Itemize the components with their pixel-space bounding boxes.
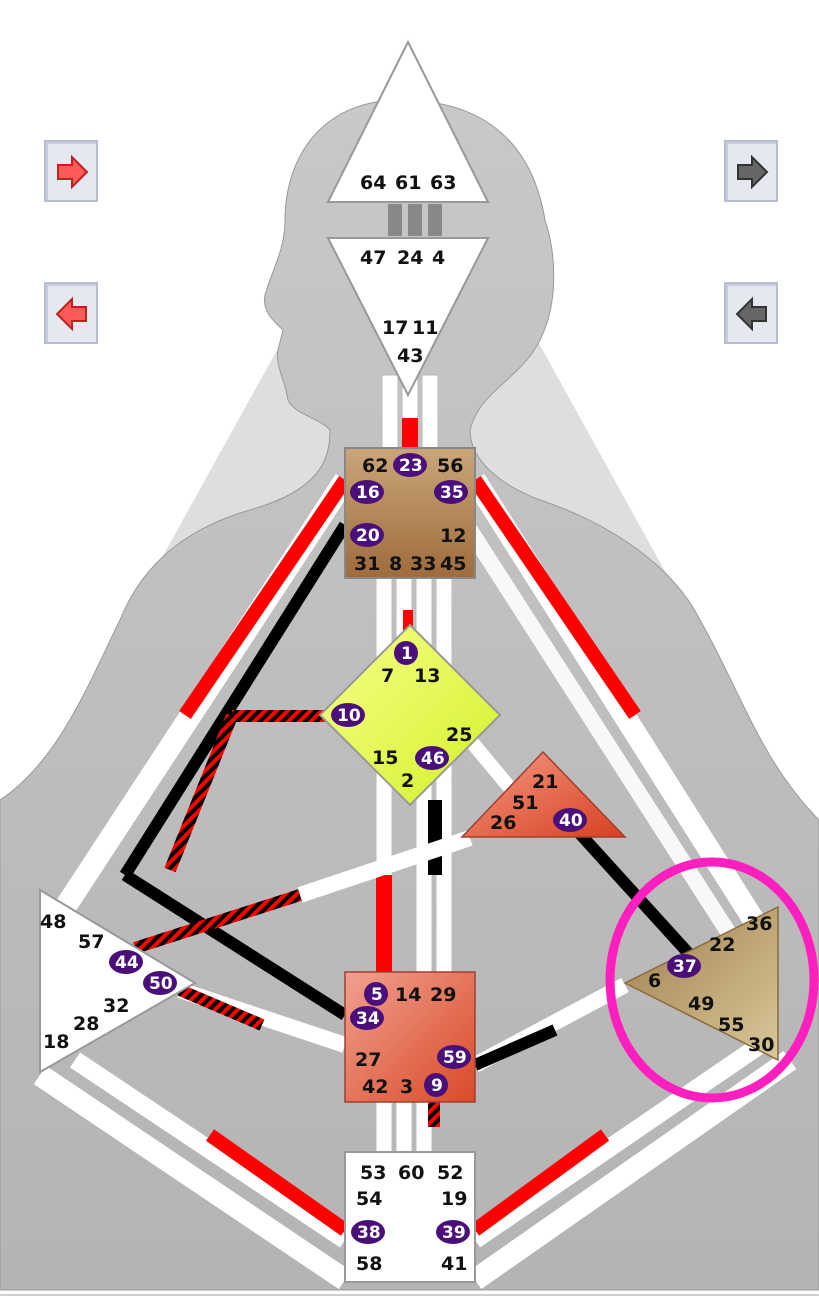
- gate-56[interactable]: 56: [437, 455, 463, 477]
- gate-11[interactable]: 11: [412, 317, 438, 339]
- gate-10[interactable]: 10: [337, 706, 361, 726]
- gate-24[interactable]: 24: [397, 247, 423, 269]
- gate-35[interactable]: 35: [440, 483, 464, 503]
- bottom-divider: [0, 1294, 819, 1296]
- gate-14[interactable]: 14: [395, 984, 421, 1006]
- gate-8[interactable]: 8: [389, 553, 402, 575]
- channels: [33, 204, 797, 1290]
- arrow-right-red-icon: [57, 154, 89, 190]
- gate-57[interactable]: 57: [78, 931, 104, 953]
- gate-27[interactable]: 27: [355, 1049, 381, 1071]
- gate-52[interactable]: 52: [437, 1162, 463, 1184]
- gate-2[interactable]: 2: [401, 770, 414, 792]
- gate-55[interactable]: 55: [718, 1014, 744, 1036]
- spleen-center[interactable]: [39, 888, 197, 1074]
- gate-25[interactable]: 25: [446, 724, 472, 746]
- gate-38[interactable]: 38: [357, 1223, 381, 1243]
- arrow-left-red-icon: [55, 296, 87, 332]
- gate-63[interactable]: 63: [430, 172, 456, 194]
- arrow-right-gray-icon: [737, 154, 769, 190]
- gate-37[interactable]: 37: [673, 957, 697, 977]
- activation-badges: [109, 453, 701, 1244]
- gate-labels: 64 61 63 47 24 4 17 11 43 62 23 56 16 35…: [40, 172, 774, 1275]
- gate-47[interactable]: 47: [360, 247, 386, 269]
- gate-33[interactable]: 33: [410, 553, 436, 575]
- gate-23[interactable]: 23: [399, 456, 423, 476]
- gate-53[interactable]: 53: [360, 1162, 386, 1184]
- gate-26[interactable]: 26: [490, 812, 516, 834]
- gate-46[interactable]: 46: [421, 749, 445, 769]
- gate-17[interactable]: 17: [382, 317, 408, 339]
- gate-36[interactable]: 36: [746, 913, 772, 935]
- gate-18[interactable]: 18: [43, 1031, 69, 1053]
- gate-34[interactable]: 34: [356, 1009, 380, 1029]
- gate-48[interactable]: 48: [40, 911, 66, 933]
- gate-58[interactable]: 58: [356, 1253, 382, 1275]
- gate-21[interactable]: 21: [532, 771, 558, 793]
- gate-28[interactable]: 28: [73, 1013, 99, 1035]
- gate-59[interactable]: 59: [443, 1048, 467, 1068]
- gate-4[interactable]: 4: [432, 247, 445, 269]
- gate-19[interactable]: 19: [441, 1188, 467, 1210]
- gate-44[interactable]: 44: [115, 953, 139, 973]
- gate-41[interactable]: 41: [441, 1253, 467, 1275]
- gate-7[interactable]: 7: [381, 665, 394, 687]
- gate-64[interactable]: 64: [360, 172, 386, 194]
- g-center[interactable]: [318, 623, 502, 807]
- gate-42[interactable]: 42: [362, 1076, 388, 1098]
- arrow-left-gray-icon: [735, 296, 767, 332]
- gate-54[interactable]: 54: [356, 1188, 382, 1210]
- gate-45[interactable]: 45: [440, 553, 466, 575]
- highlight-circle: [605, 857, 819, 1103]
- head-center[interactable]: [326, 39, 490, 203]
- nav-prev-red-button[interactable]: [44, 140, 98, 202]
- gate-32[interactable]: 32: [103, 995, 129, 1017]
- gate-40[interactable]: 40: [559, 811, 583, 831]
- gate-30[interactable]: 30: [748, 1034, 774, 1056]
- gate-50[interactable]: 50: [149, 974, 173, 994]
- gate-31[interactable]: 31: [354, 553, 380, 575]
- gate-62[interactable]: 62: [362, 455, 388, 477]
- gate-60[interactable]: 60: [398, 1162, 424, 1184]
- gate-16[interactable]: 16: [356, 483, 380, 503]
- gate-29[interactable]: 29: [430, 984, 456, 1006]
- nav-next-gray-back-button[interactable]: [724, 282, 778, 344]
- gate-1[interactable]: 1: [401, 644, 413, 664]
- gate-49[interactable]: 49: [688, 993, 714, 1015]
- gate-43[interactable]: 43: [397, 345, 423, 367]
- gate-12[interactable]: 12: [440, 525, 466, 547]
- gate-15[interactable]: 15: [372, 747, 398, 769]
- gate-6[interactable]: 6: [648, 970, 661, 992]
- gate-20[interactable]: 20: [356, 526, 380, 546]
- solar-plexus-center[interactable]: [623, 905, 779, 1062]
- ajna-center[interactable]: [326, 237, 490, 398]
- gate-13[interactable]: 13: [414, 665, 440, 687]
- nav-next-gray-button[interactable]: [724, 140, 778, 202]
- gate-3[interactable]: 3: [400, 1076, 413, 1098]
- gate-39[interactable]: 39: [442, 1223, 466, 1243]
- gate-51[interactable]: 51: [512, 792, 538, 814]
- gate-5[interactable]: 5: [371, 985, 383, 1005]
- nav-prev-red-back-button[interactable]: [44, 282, 98, 344]
- gate-61[interactable]: 61: [395, 172, 421, 194]
- root-center[interactable]: [344, 1151, 476, 1283]
- gate-9[interactable]: 9: [431, 1076, 443, 1096]
- gate-22[interactable]: 22: [709, 934, 735, 956]
